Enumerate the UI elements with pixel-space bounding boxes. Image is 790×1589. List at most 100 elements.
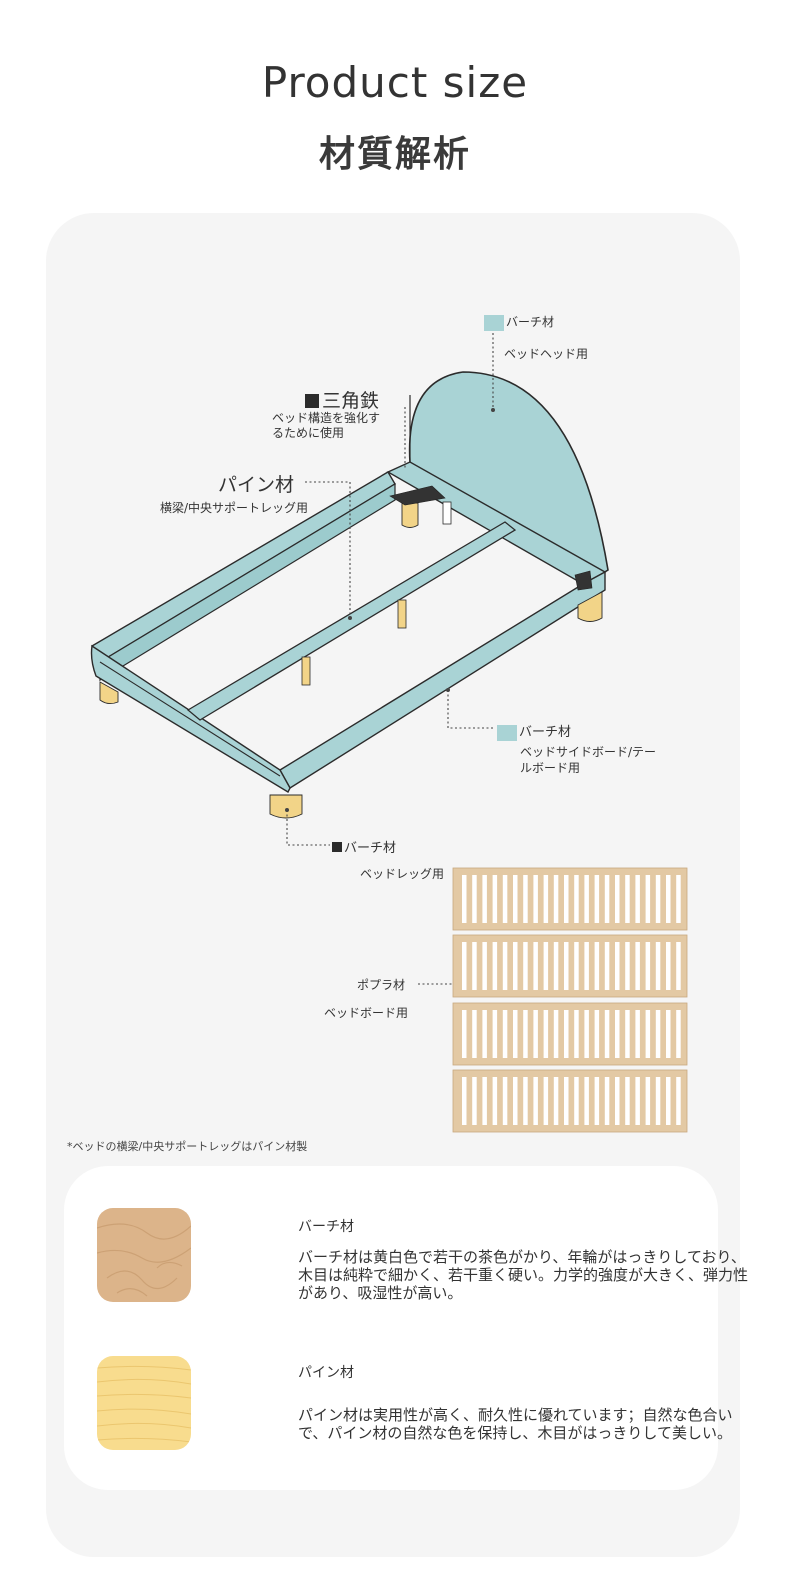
slat-gap [594,1077,600,1125]
slat-gap [523,942,528,990]
slat-gap [655,1010,661,1058]
slat-gap [553,942,559,990]
slat-gap [635,942,640,990]
slat-gap [523,875,528,923]
footnote: *ベッドの横梁/中央サポートレッグはパイン材製 [67,1140,308,1153]
slat-gap [666,1010,671,1058]
slat-gap [655,875,661,923]
slat-gap [543,1010,549,1058]
material-desc-pine: パイン材は実用性が高く、耐久性に優れています；自然な色合いで、パイン材の自然な色… [298,1406,733,1442]
pine-wood-texture-icon [97,1356,191,1450]
slat-gap [533,1010,538,1058]
slat-gap [666,942,671,990]
slat-gap [594,875,600,923]
slat-gap [553,1010,559,1058]
label-poplar-desc: ベッドボード用 [324,1006,409,1020]
slat-gap [574,875,579,923]
slat-gap [492,1077,498,1125]
slat-gap [472,942,477,990]
slat-gap [655,942,661,990]
label-birch-leg-desc: ベッドレッグ用 [360,867,445,881]
slat-gap [533,942,538,990]
material-desc-birch: バーチ材は黄白色で若干の茶色がかり、年輪がはっきりしており、木目は純粋で細かく、… [298,1248,749,1302]
triangle-iron-bracket-right [574,570,593,591]
label-birch-sideboard-desc-2: ルボード用 [520,761,581,775]
slat-gap [564,1010,569,1058]
slat-gap [543,1077,549,1125]
center-beam [186,521,517,721]
slat-gap [635,875,640,923]
slat-gap [666,1077,671,1125]
slat-gap [625,1077,630,1125]
slat-gap [482,1010,487,1058]
slat-gap [584,1010,589,1058]
slat-gap [472,875,477,923]
headboard [408,371,609,576]
slat-gap [666,875,671,923]
color-swatch-icon [497,724,517,741]
slat-gap [645,942,651,990]
label-pine-desc: 横梁/中央サポートレッグ用 [160,501,309,515]
slat-gap [502,1077,508,1125]
slat-gap [462,1010,467,1058]
slat-gap [604,875,610,923]
birch-wood-texture-icon [97,1208,191,1302]
slat-gap [513,1010,518,1058]
slat-gap [462,942,467,990]
slat-boards [452,867,688,1133]
leg-foot-left [99,681,119,705]
leg-foot-front [269,794,303,819]
slat-gap [615,1010,620,1058]
slat-gap [502,1010,508,1058]
slat-gap [533,1077,538,1125]
slat-gap [523,1077,528,1125]
slat-gap [594,1010,600,1058]
slat-gap [513,942,518,990]
slat-gap [604,1010,610,1058]
slat-gap [543,875,549,923]
slat-gap [492,1010,498,1058]
slat-gap [625,875,630,923]
slat-gap [676,1010,681,1058]
slat-gap [502,942,508,990]
slat-gap [564,875,569,923]
label-triangle-iron-desc-1: ベッド構造を強化す [272,411,381,425]
label-birch-headboard-desc: ベッドヘッド用 [504,347,589,361]
slat-gap [564,942,569,990]
slat-gap [472,1010,477,1058]
label-poplar: ポプラ材 [357,978,406,992]
slat-gap [482,875,487,923]
slat-gap [676,942,681,990]
triangle-iron-bracket [389,485,446,506]
slat-gap [564,1077,569,1125]
slat-gap [615,875,620,923]
color-swatch-icon [484,314,504,331]
label-triangle-iron-desc-2: るために使用 [272,426,345,440]
slat-gap [574,942,579,990]
material-name-pine: パイン材 [298,1365,354,1381]
slat-gap [574,1077,579,1125]
slat-gap [676,875,681,923]
leg-head-left [401,502,419,528]
leg-head-right [577,591,603,622]
label-pine: パイン材 [218,474,295,496]
slat-gap [553,875,559,923]
square-bullet-icon [305,394,319,408]
slat-gap [574,1010,579,1058]
label-birch-leg: バーチ材 [332,837,396,856]
slat-gap [482,942,487,990]
slat-gap [513,1077,518,1125]
slat-gap [462,1077,467,1125]
slat-gap [513,875,518,923]
slat-gap [645,875,651,923]
slat-gap [604,1077,610,1125]
slat-gap [645,1077,651,1125]
slat-gap [594,942,600,990]
slat-gap [462,875,467,923]
slat-gap [655,1077,661,1125]
slat-gap [676,1077,681,1125]
slat-gap [472,1077,477,1125]
label-birch-sideboard: バーチ材 [497,721,571,741]
slat-gap [533,875,538,923]
